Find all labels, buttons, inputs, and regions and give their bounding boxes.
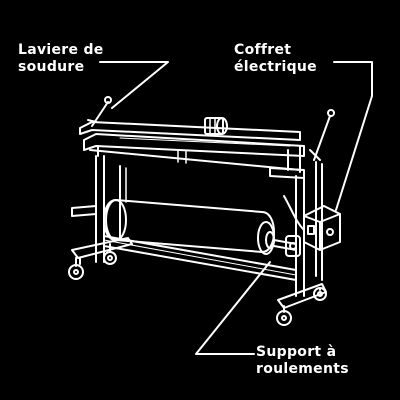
sealing-bar xyxy=(79,121,305,179)
film-roll xyxy=(103,167,297,255)
label-welding-lever-line1: Laviere de xyxy=(18,42,104,58)
leader-line-welding-lever xyxy=(99,61,169,109)
caster-middle xyxy=(103,243,117,265)
leader-line-roller-support xyxy=(195,261,271,355)
bar-hub xyxy=(204,117,228,135)
label-roller-support: Support à roulements xyxy=(256,344,349,378)
roller-bearing-support xyxy=(285,235,301,257)
caster-right-front xyxy=(276,305,292,326)
label-electric-box: Coffret électrique xyxy=(234,42,317,76)
label-roller-support-line1: Support à xyxy=(256,344,337,360)
electric-box xyxy=(283,195,341,251)
label-roller-support-line2: roulements xyxy=(256,361,349,377)
right-lever xyxy=(309,109,335,161)
label-welding-lever: Laviere de soudure xyxy=(18,42,104,76)
leader-line-electric-box xyxy=(333,61,373,211)
caster-left xyxy=(68,257,84,280)
caster-right-rear xyxy=(313,287,327,301)
welding-lever xyxy=(87,96,112,127)
label-electric-box-line2: électrique xyxy=(234,59,317,75)
frame xyxy=(71,155,327,309)
label-welding-lever-line2: soudure xyxy=(18,59,85,75)
label-electric-box-line1: Coffret xyxy=(234,42,292,58)
